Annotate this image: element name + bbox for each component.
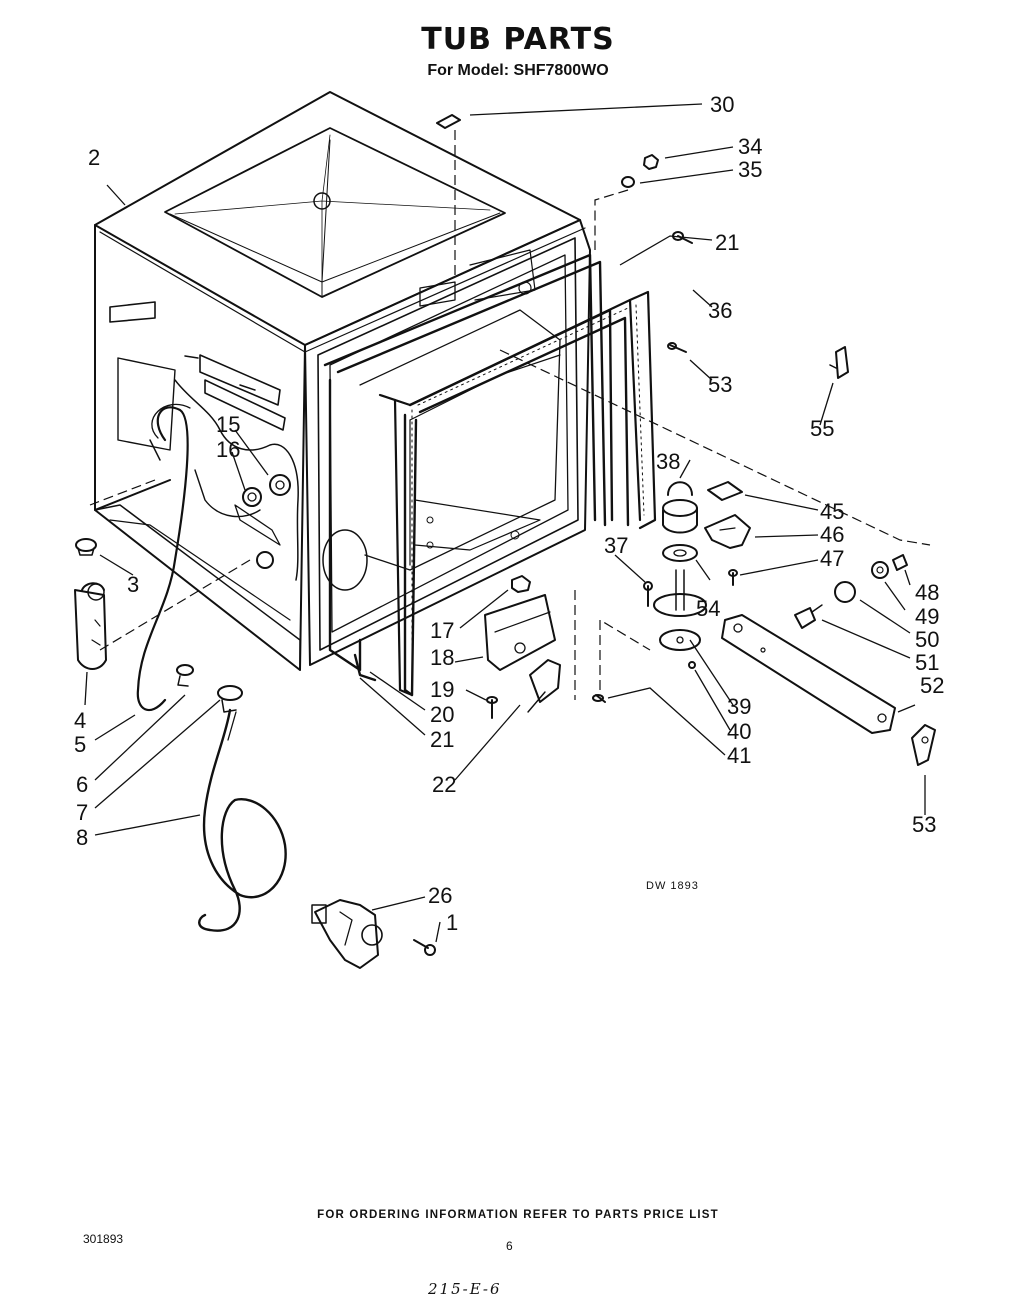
callout-labels: 30 34 35 21 36 53 55 45 46 47 48 49 50 5… bbox=[74, 92, 944, 935]
callout-7: 7 bbox=[76, 800, 88, 825]
callout-3: 3 bbox=[127, 572, 139, 597]
page-title: TUB PARTS bbox=[421, 22, 615, 57]
nut-15 bbox=[269, 474, 291, 496]
grommet-54 bbox=[662, 544, 698, 611]
callout-22: 22 bbox=[432, 772, 456, 797]
callout-1: 1 bbox=[446, 910, 458, 935]
washer-35 bbox=[621, 176, 635, 188]
callout-53: 53 bbox=[708, 372, 732, 397]
callout-40: 40 bbox=[727, 719, 751, 744]
inlet-valve-26 bbox=[311, 899, 383, 969]
bracket-45 bbox=[704, 514, 751, 549]
screw-53 bbox=[667, 342, 687, 353]
clamp-7 bbox=[217, 685, 243, 713]
nut-34 bbox=[643, 154, 659, 170]
callout-21: 21 bbox=[430, 727, 454, 752]
bracket-44 bbox=[707, 481, 743, 501]
clip-55 bbox=[829, 346, 849, 379]
callout-38: 38 bbox=[656, 449, 680, 474]
callout-18: 18 bbox=[430, 645, 454, 670]
rivet-40 bbox=[688, 661, 696, 669]
callout-49: 50 bbox=[915, 627, 939, 652]
callout-37: 37 bbox=[604, 533, 628, 558]
callout-45: 46 bbox=[820, 522, 844, 547]
clip-47 bbox=[892, 554, 908, 571]
screw-41 bbox=[592, 694, 606, 703]
drain-hose bbox=[136, 403, 191, 712]
callout-39: 39 bbox=[727, 694, 751, 719]
clamp-6 bbox=[176, 664, 194, 687]
callout-41: 41 bbox=[727, 743, 751, 768]
bracket-18 bbox=[484, 594, 556, 671]
callout-19: 19 bbox=[430, 677, 454, 702]
callout-16: 16 bbox=[216, 437, 240, 462]
callout-34: 34 bbox=[738, 134, 762, 159]
air-gap-4 bbox=[74, 582, 107, 670]
callout-26: 26 bbox=[428, 883, 452, 908]
callout-17: 17 bbox=[430, 618, 454, 643]
clamp-3 bbox=[75, 538, 97, 556]
hinge-arm-51 bbox=[721, 614, 896, 734]
clip-30 bbox=[436, 114, 461, 129]
callout-21-top: 21 bbox=[715, 230, 739, 255]
gasket-texture bbox=[411, 304, 645, 689]
drawing-code: DW 1893 bbox=[646, 880, 699, 892]
nut-17 bbox=[511, 575, 531, 593]
callout-48: 49 bbox=[915, 604, 939, 629]
callout-6: 6 bbox=[76, 772, 88, 797]
screw-37 bbox=[643, 581, 653, 607]
callout-8: 8 bbox=[76, 825, 88, 850]
tub-port bbox=[256, 551, 274, 569]
document-number: 301893 bbox=[83, 1232, 124, 1246]
lower-seal bbox=[378, 290, 657, 697]
tub-assembly bbox=[94, 91, 591, 671]
callout-20: 20 bbox=[430, 702, 454, 727]
callout-55: 55 bbox=[810, 416, 834, 441]
screw-19 bbox=[486, 696, 498, 719]
callout-52: 53 bbox=[912, 812, 936, 837]
callout-2: 2 bbox=[88, 145, 100, 170]
fill-hose-8 bbox=[198, 708, 287, 932]
knob-49 bbox=[834, 581, 856, 603]
screw-1 bbox=[413, 939, 436, 956]
switch-22 bbox=[527, 659, 561, 713]
callout-30: 30 bbox=[710, 92, 734, 117]
assembly-lines bbox=[89, 130, 931, 700]
callout-15: 15 bbox=[216, 412, 240, 437]
callout-51: 52 bbox=[920, 673, 944, 698]
pivot-50 bbox=[794, 604, 823, 629]
float-stem-39 bbox=[653, 593, 707, 651]
washer-16 bbox=[234, 487, 281, 546]
model-subtitle: For Model: SHF7800WO bbox=[427, 62, 609, 79]
callout-44: 45 bbox=[820, 499, 844, 524]
handwritten-note: 215-E-6 bbox=[428, 1280, 502, 1298]
callout-4: 4 bbox=[74, 708, 86, 733]
callout-54: 54 bbox=[696, 596, 720, 621]
callout-36: 36 bbox=[708, 298, 732, 323]
nut-48 bbox=[871, 561, 889, 579]
leader-lines bbox=[84, 103, 926, 943]
door-gasket bbox=[323, 253, 630, 697]
callout-5: 5 bbox=[74, 732, 86, 757]
bracket-52 bbox=[911, 724, 936, 766]
callout-35: 35 bbox=[738, 157, 762, 182]
callout-47: 48 bbox=[915, 580, 939, 605]
float-38 bbox=[662, 481, 698, 534]
callout-46: 47 bbox=[820, 546, 844, 571]
page-number: 6 bbox=[506, 1239, 513, 1253]
callout-50: 51 bbox=[915, 650, 939, 675]
screw-46 bbox=[728, 569, 738, 586]
ordering-note: FOR ORDERING INFORMATION REFER TO PARTS … bbox=[317, 1209, 719, 1221]
